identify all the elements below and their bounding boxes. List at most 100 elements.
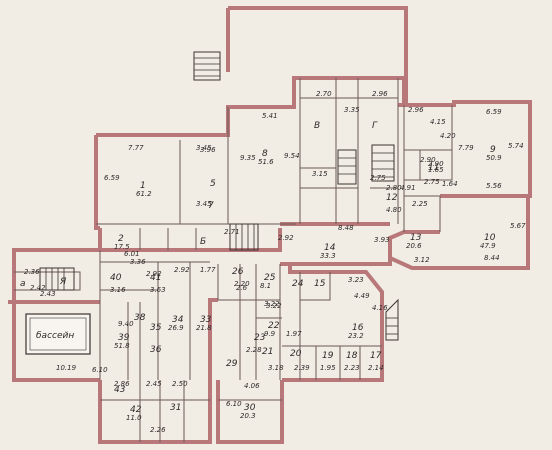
room-number-16: 16 — [352, 323, 364, 333]
room-number-40: 40 — [110, 273, 122, 283]
room-area-16: 23.2 — [348, 332, 364, 340]
room-number-13: 13 — [410, 233, 422, 243]
room-area-10: 47.9 — [480, 242, 496, 250]
room-area-22: 9.9 — [264, 330, 276, 338]
room-area-42: 11.0 — [126, 414, 142, 422]
room-dimension: 7.77 — [128, 144, 144, 152]
room-dimension: 6.10 — [226, 400, 242, 408]
room-dimension: 3.22 — [266, 302, 282, 310]
room-dimension: 4.16 — [372, 304, 388, 312]
room-number-30: 30 — [244, 403, 256, 413]
room-dimension: 2.14 — [368, 364, 384, 372]
room-number-38: 38 — [134, 313, 146, 323]
room-dimension: 1.97 — [286, 330, 302, 338]
partitions — [14, 78, 453, 442]
dimension-label: 2.70 — [316, 90, 332, 98]
dimension-label: 2.92 — [146, 270, 162, 278]
room-dimension: 3.45 — [196, 144, 212, 152]
room-number-34: 34 — [172, 315, 184, 325]
space-letter-g: Г — [372, 121, 378, 131]
room-area-1: 61.2 — [136, 190, 152, 198]
room-dimension: 3.93 — [374, 236, 390, 244]
dimension-label: 3.36 — [130, 258, 146, 266]
room-number-39: 39 — [118, 333, 130, 343]
room-dimension: 1.95 — [320, 364, 336, 372]
room-area-13: 20.6 — [406, 242, 422, 250]
stair-east — [385, 298, 399, 341]
room-dimension: 6.01 — [124, 250, 140, 258]
room-number-43: 43 — [114, 385, 126, 395]
room-dimension: 3.22 — [264, 300, 280, 308]
stair-b — [229, 223, 259, 251]
room-dimension: 5.67 — [510, 222, 526, 230]
room-dimension: 4.91 — [400, 184, 416, 192]
dimension-label: 10.19 — [56, 364, 77, 372]
room-number-7: 7 — [208, 201, 214, 211]
room-dimension: 6.59 — [486, 108, 502, 116]
room-number-35: 35 — [150, 323, 162, 333]
room-dimension: 2.50 — [172, 380, 188, 388]
room-number-22: 22 — [268, 321, 280, 331]
room-number-21: 21 — [262, 347, 273, 357]
dimension-label: 2.36 — [24, 268, 40, 276]
room-dimension: 2.6 — [236, 284, 248, 292]
dimension-label: 4.20 — [440, 132, 456, 140]
room-number-33: 33 — [200, 315, 212, 325]
room-dimension: 8.48 — [338, 224, 354, 232]
room-dimension: 2.92 — [174, 266, 190, 274]
room-number-42: 42 — [130, 405, 142, 415]
room-area-33: 21.8 — [196, 324, 212, 332]
dimension-label: 1.64 — [442, 180, 458, 188]
room-dimension: 5.41 — [262, 112, 278, 120]
dimension-label: 2.75 — [370, 174, 386, 182]
room-number-12: 12 — [386, 193, 398, 203]
room-number-41: 41 — [150, 273, 161, 283]
room-dimension: 9.54 — [284, 152, 300, 160]
room-area-39: 51.8 — [114, 342, 130, 350]
stair-north — [193, 51, 221, 81]
dimension-label: 6.10 — [92, 366, 108, 374]
room-dimension: 5.74 — [508, 142, 524, 150]
room-labels: 161.27.776.59217.56.01573.453.45851.65.4… — [104, 108, 526, 422]
room-dimension: 2.92 — [278, 234, 294, 242]
space-letter-v: В — [314, 121, 320, 131]
room-dimension: 2.25 — [412, 200, 428, 208]
dimension-label: 3.15 — [312, 170, 328, 178]
room-dimension: 3.18 — [268, 364, 284, 372]
dimension-label: 3.96 — [200, 146, 216, 154]
dimension-label: 2.26 — [150, 426, 166, 434]
dimension-label: 2.71 — [224, 228, 240, 236]
room-number-26: 26 — [232, 267, 244, 277]
dimension-label: 2.96 — [408, 106, 424, 114]
room-number-36: 36 — [150, 345, 162, 355]
room-number-5: 5 — [210, 179, 216, 189]
room-dimension: 4.49 — [354, 292, 370, 300]
room-number-25: 25 — [264, 273, 276, 283]
room-area-25: 8.1 — [260, 282, 271, 290]
room-number-31: 31 — [170, 403, 181, 413]
room-number-9: 9 — [490, 145, 496, 155]
room-dimension: 3.45 — [196, 200, 212, 208]
room-dimension: 2.23 — [344, 364, 360, 372]
space-letter-ya: Я — [59, 277, 66, 287]
room-dimension: 7.79 — [458, 144, 474, 152]
room-dimension: 3.63 — [150, 286, 166, 294]
room-number-23: 23 — [254, 333, 266, 343]
room-dimension: 9.35 — [240, 154, 256, 162]
room-dimension: 2.20 — [234, 280, 250, 288]
room-area-14: 33.3 — [320, 252, 336, 260]
room-number-19: 19 — [322, 351, 334, 361]
room-number-20: 20 — [290, 349, 302, 359]
room-dimension: 2.39 — [294, 364, 310, 372]
room-dimension: 3.12 — [414, 256, 430, 264]
dimension-label: 2.75 — [424, 178, 440, 186]
room-dimension: 4.80 — [386, 206, 402, 214]
room-area-30: 20.3 — [240, 412, 256, 420]
stair-west — [39, 267, 75, 291]
room-area-8: 51.6 — [258, 158, 274, 166]
room-dimension: 2.86 — [114, 380, 130, 388]
room-dimension: 5.56 — [486, 182, 502, 190]
